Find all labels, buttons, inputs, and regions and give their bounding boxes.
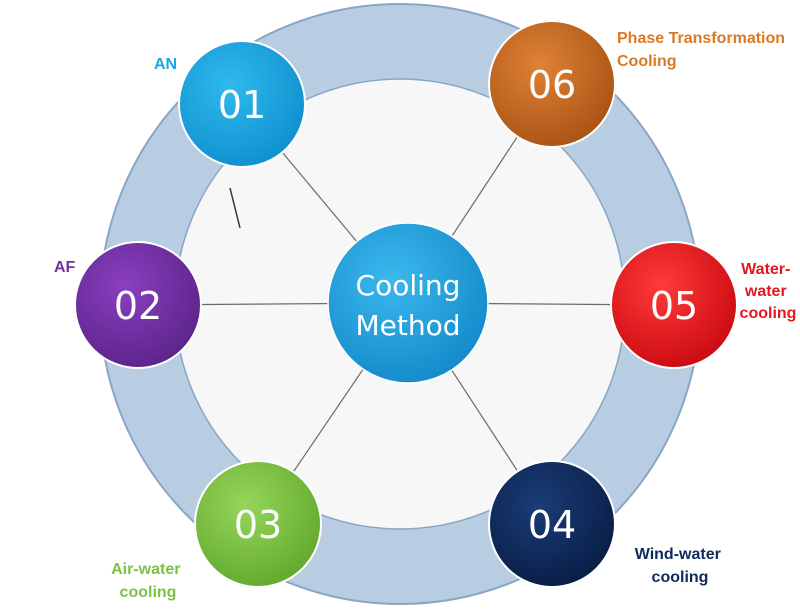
node-02-caption: AF [54,259,76,276]
node-04-number: 04 [528,503,576,547]
center-node: Cooling Method [327,222,489,384]
node-05: 05 [610,241,738,369]
node-06: 06 [488,20,616,148]
node-03-caption: Air-water cooling [111,561,185,601]
node-06-caption: Phase Transformation Cooling [617,30,790,70]
node-01-number: 01 [218,83,266,127]
node-02-number: 02 [114,284,162,328]
node-03-number: 03 [234,503,282,547]
node-05-number: 05 [650,284,698,328]
node-01-caption: AN [154,56,177,73]
center-label-line1: Cooling [356,269,461,302]
node-06-number: 06 [528,63,576,107]
stray-stroke [229,187,241,229]
node-04: 04 [488,460,616,588]
node-02: 02 [74,241,202,369]
center-label-line2: Method [355,309,460,342]
node-03: 03 [194,460,322,588]
node-04-caption: Wind-water cooling [635,546,726,586]
node-01: 01 [178,40,306,168]
node-05-caption: Water- water cooling [740,261,797,322]
